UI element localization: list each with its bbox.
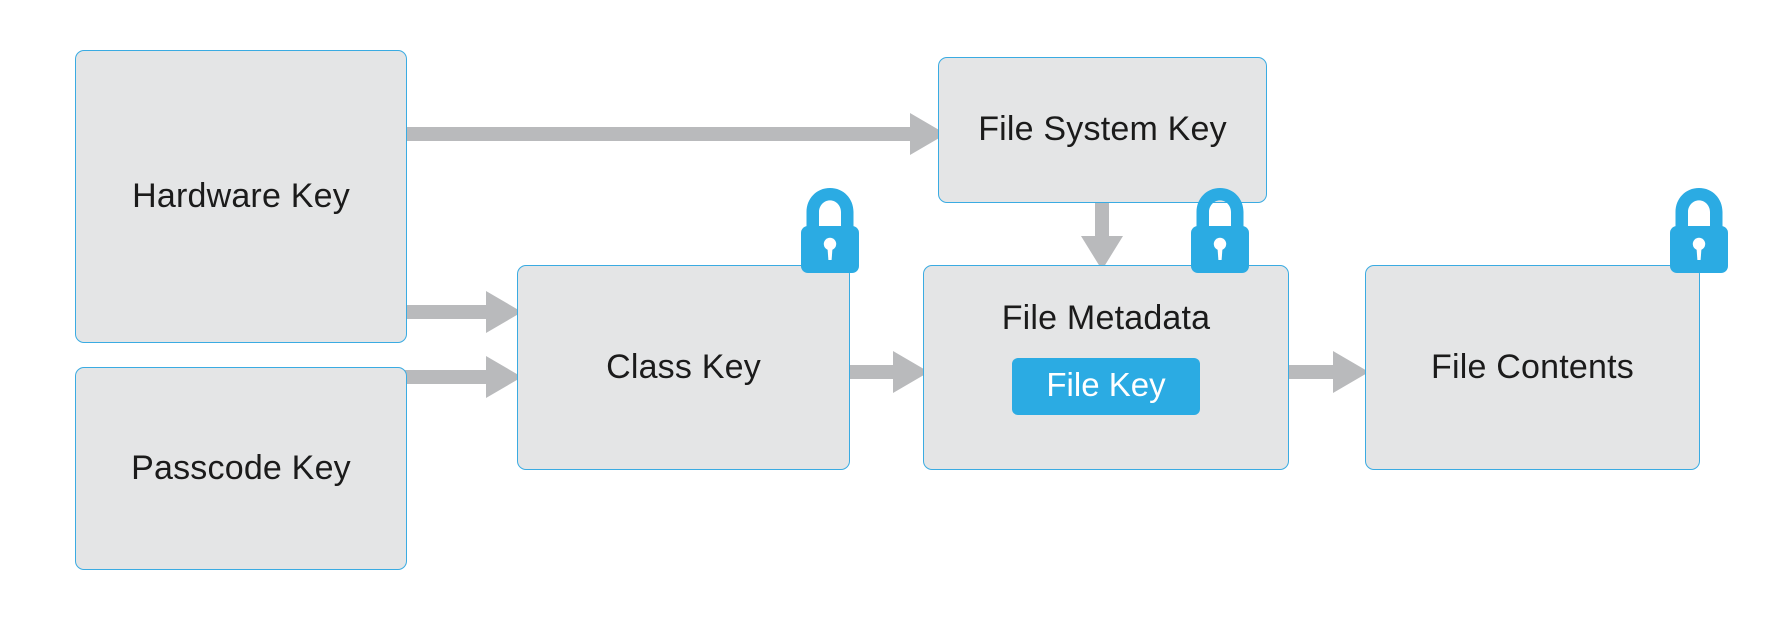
arrow-file-system-key-to-file-metadata [1078, 196, 1126, 272]
file-key-chip-label: File Key [1046, 366, 1166, 404]
node-hardware-key-label: Hardware Key [132, 176, 350, 215]
padlock-icon [1188, 186, 1252, 278]
node-file-metadata-label: File Metadata [1001, 299, 1211, 337]
node-file-contents-label: File Contents [1431, 347, 1634, 386]
padlock-icon [1667, 186, 1731, 278]
node-class-key-label: Class Key [606, 347, 761, 386]
arrow-class-key-to-file-metadata [843, 348, 931, 396]
padlock-icon [798, 186, 862, 278]
arrow-passcode-key-to-class-key [400, 353, 524, 401]
node-passcode-key-label: Passcode Key [131, 448, 351, 487]
node-class-key[interactable]: Class Key [517, 265, 850, 470]
node-file-system-key[interactable]: File System Key [938, 57, 1267, 203]
node-passcode-key[interactable]: Passcode Key [75, 367, 407, 570]
file-key-chip[interactable]: File Key [1012, 358, 1200, 416]
node-hardware-key[interactable]: Hardware Key [75, 50, 407, 343]
node-file-contents[interactable]: File Contents [1365, 265, 1700, 470]
arrow-hardware-key-to-class-key [400, 288, 524, 336]
arrow-file-metadata-to-file-contents [1283, 348, 1371, 396]
node-file-metadata[interactable]: File Metadata File Key [923, 265, 1289, 470]
arrow-hardware-key-to-file-system-key [400, 110, 948, 158]
node-file-system-key-label: File System Key [978, 110, 1227, 149]
